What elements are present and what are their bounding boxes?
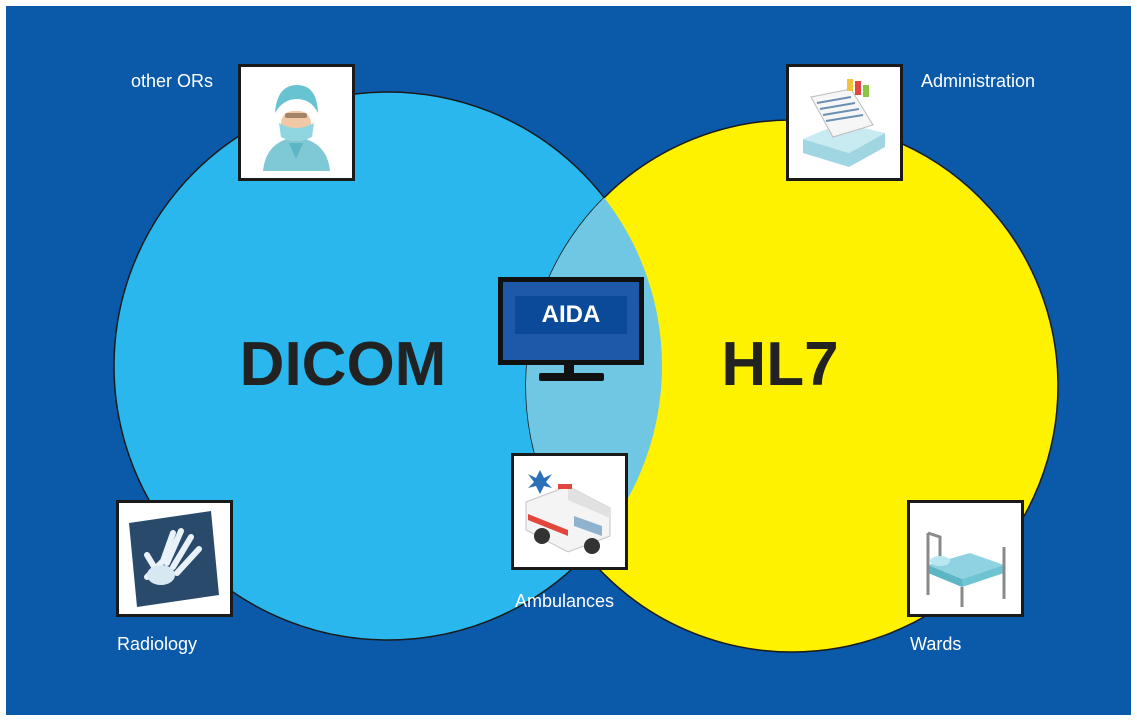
- hl7-label: HL7: [721, 330, 838, 399]
- node-administration: [786, 64, 903, 181]
- ambulances-label: Ambulances: [515, 591, 615, 611]
- node-radiology: [116, 500, 233, 617]
- node-wards: [907, 500, 1024, 617]
- ambulance-icon: [525, 470, 611, 554]
- wards-label: Wards: [910, 634, 962, 654]
- node-ambulances: [511, 453, 628, 570]
- administration-label: Administration: [921, 71, 1036, 91]
- dicom-label: DICOM: [240, 330, 447, 399]
- radiology-label: Radiology: [117, 634, 198, 654]
- aida-label: AIDA: [515, 296, 627, 334]
- monitor-base: [539, 373, 604, 381]
- monitor-stand: [564, 364, 574, 374]
- surgeon-icon: [263, 85, 330, 171]
- monitor-icon: AIDA: [498, 277, 644, 365]
- node-other-ors: [238, 64, 355, 181]
- hospital-bed-icon: [926, 531, 1006, 607]
- xray-hand-icon: [129, 511, 219, 607]
- other-ors-label: other ORs: [131, 71, 214, 91]
- file-cabinet-icon: [803, 79, 885, 167]
